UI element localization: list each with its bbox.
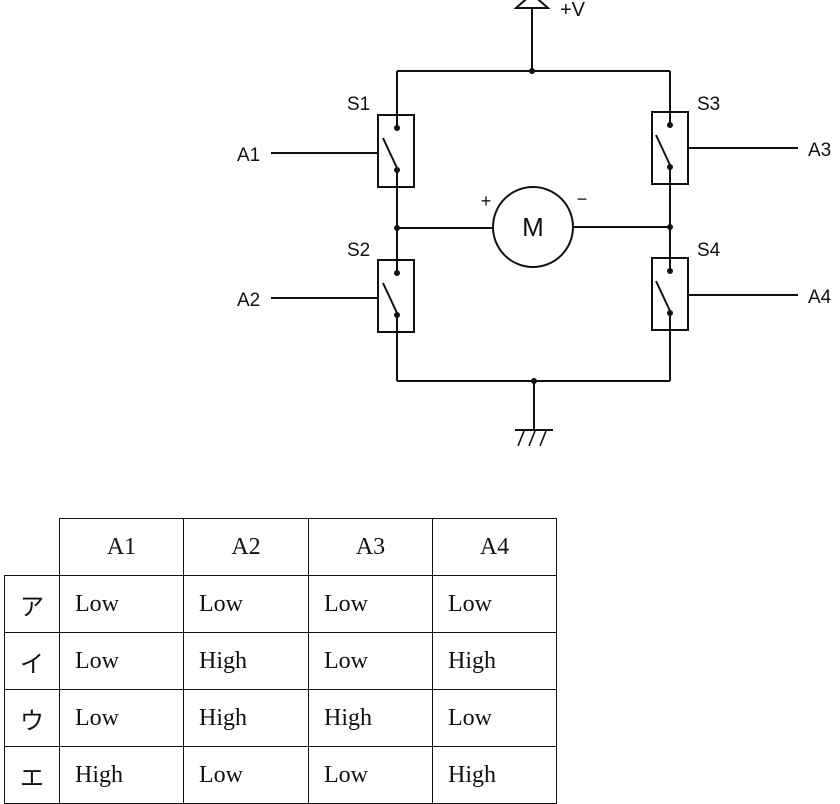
table-cell: Low bbox=[183, 746, 309, 804]
table-cell: Low bbox=[308, 632, 433, 690]
table-cell: High bbox=[432, 746, 557, 804]
table-cell: High bbox=[308, 689, 433, 747]
motor-label: M bbox=[522, 212, 544, 242]
table-row: ア Low Low Low Low bbox=[4, 575, 557, 633]
switch-s2 bbox=[377, 259, 415, 333]
table-cell: Low bbox=[432, 575, 557, 633]
table-cell: Low bbox=[59, 632, 184, 690]
table-cell: High bbox=[432, 632, 557, 690]
table-header-a2: A2 bbox=[183, 518, 309, 576]
supply-symbol bbox=[513, 0, 551, 71]
table-row: イ Low High Low High bbox=[4, 632, 557, 690]
table-cell: High bbox=[59, 746, 184, 804]
row-label: エ bbox=[4, 746, 60, 804]
switch-s3-label: S3 bbox=[697, 94, 720, 115]
row-label: イ bbox=[4, 632, 60, 690]
right-midpoint-junction bbox=[667, 224, 673, 230]
table-row: ウ Low High High Low bbox=[4, 689, 557, 747]
input-a2-label: A2 bbox=[237, 290, 260, 311]
switch-s1 bbox=[377, 114, 415, 188]
input-a3-label: A3 bbox=[808, 140, 831, 161]
top-junction bbox=[529, 68, 535, 74]
table-cell: Low bbox=[308, 575, 433, 633]
table-header-a1: A1 bbox=[59, 518, 184, 576]
table-cell: Low bbox=[183, 575, 309, 633]
switch-s4 bbox=[651, 257, 689, 331]
table-cell: Low bbox=[432, 689, 557, 747]
table-cell: Low bbox=[59, 575, 184, 633]
table-corner-cell bbox=[4, 518, 60, 576]
input-a1-label: A1 bbox=[237, 145, 260, 166]
h-bridge-circuit-diagram: +V M + − S1 A1 bbox=[237, 0, 832, 447]
row-label: ウ bbox=[4, 689, 60, 747]
left-midpoint-junction bbox=[394, 225, 400, 231]
table-cell: High bbox=[183, 689, 309, 747]
motor bbox=[492, 186, 574, 268]
table-header-row: A1 A2 A3 A4 bbox=[4, 518, 557, 576]
table-row: エ High Low Low High bbox=[4, 746, 557, 804]
motor-minus-label: − bbox=[577, 189, 588, 209]
row-label: ア bbox=[4, 575, 60, 633]
supply-label: +V bbox=[560, 0, 586, 21]
switch-s3 bbox=[651, 111, 689, 185]
table-cell: Low bbox=[59, 689, 184, 747]
switch-s4-label: S4 bbox=[697, 240, 721, 261]
motor-plus-label: + bbox=[481, 191, 492, 211]
table-header-a3: A3 bbox=[308, 518, 433, 576]
ground-symbol bbox=[515, 381, 553, 447]
table-cell: High bbox=[183, 632, 309, 690]
switch-s2-label: S2 bbox=[347, 240, 370, 261]
input-a4-label: A4 bbox=[808, 287, 832, 308]
table-header-a4: A4 bbox=[432, 518, 557, 576]
switch-s1-label: S1 bbox=[347, 94, 370, 115]
table-cell: Low bbox=[308, 746, 433, 804]
switch-state-table: A1 A2 A3 A4 ア Low Low Low Low イ Low High… bbox=[4, 518, 557, 804]
